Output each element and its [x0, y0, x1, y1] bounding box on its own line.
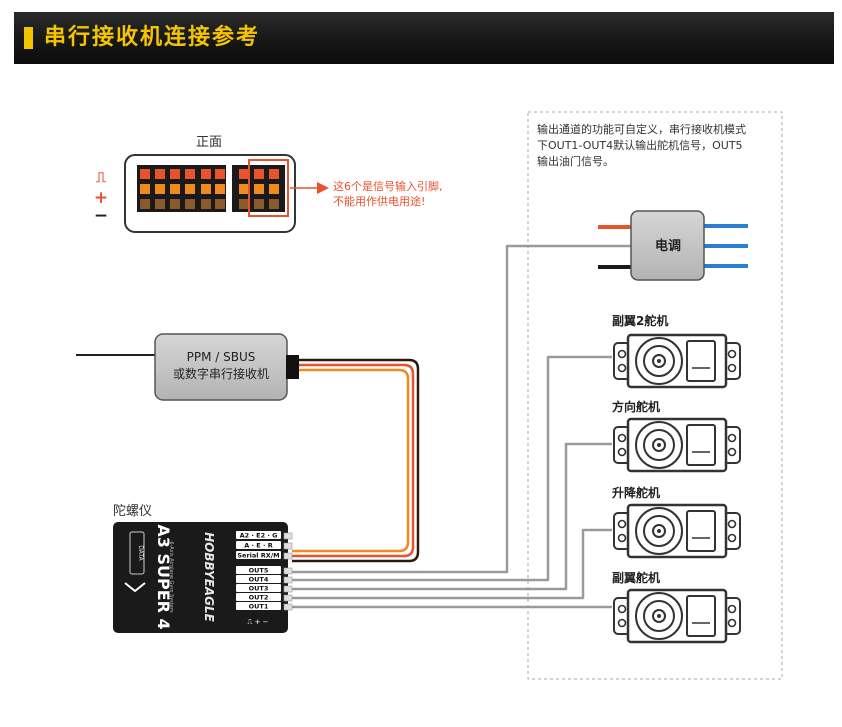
direction-arrow-icon — [124, 582, 146, 593]
gyro-unit: DATA A3 SUPER 4 6-Axis Airplane Gyro Sys… — [113, 522, 293, 633]
gyro-port-pin — [283, 585, 293, 593]
callout-line-2: 不能用作供电用途! — [333, 194, 425, 208]
serial-cable — [292, 358, 420, 563]
connector-pin — [155, 169, 165, 179]
esc-module: 电调 — [598, 210, 748, 281]
gyro-port-pin — [283, 576, 293, 584]
gyro-port-pin — [283, 603, 293, 611]
gyro-port-label: OUT1 — [249, 603, 269, 611]
gyro-port-tag — [236, 575, 281, 583]
page-title: 串行接收机连接参考 — [44, 25, 261, 50]
connector-pin — [215, 199, 225, 209]
connector-pin — [140, 199, 150, 209]
connector-front-view — [124, 154, 296, 233]
signal-symbol-icon: ⎍ — [96, 170, 106, 186]
gyro-label: 陀螺仪 — [113, 503, 152, 519]
gyro-port-pin — [283, 594, 293, 602]
gyro-port-label: A2 · E2 · G — [240, 532, 278, 540]
gyro-port-tag — [236, 593, 281, 601]
receiver-connector — [286, 355, 299, 379]
connector-pin — [185, 199, 195, 209]
gyro-port-label: Serial RX/M — [237, 552, 279, 560]
servo-aileron: 副翼舵机 — [612, 570, 742, 644]
connector-pin — [155, 199, 165, 209]
connector-pin — [170, 199, 180, 209]
servo-aileron2: 副翼2舵机 — [612, 313, 742, 389]
minus-symbol-icon: − — [94, 206, 108, 226]
gyro-port-tag — [236, 584, 281, 592]
signal-pin-highlight — [248, 159, 289, 217]
channel-note-box — [527, 111, 783, 680]
gyro-port-label: OUT5 — [249, 567, 269, 575]
wire-out5-esc — [292, 244, 631, 574]
callout-line-1: 这6个是信号输入引脚, — [333, 179, 443, 193]
gyro-port-pin — [283, 542, 293, 550]
gyro-port-label: OUT2 — [249, 594, 269, 602]
esc-label: 电调 — [655, 238, 681, 254]
header-accent-bar — [24, 27, 33, 49]
connector-pin — [201, 169, 211, 179]
connector-pin — [254, 169, 264, 179]
gyro-port-label: A · E · R — [244, 542, 272, 550]
servo-rudder: 方向舵机 — [612, 399, 742, 473]
servo-label-elevator: 升降舵机 — [612, 485, 660, 500]
connector-pin — [215, 184, 225, 194]
connector-pin — [254, 199, 264, 209]
gyro-port-pin — [283, 567, 293, 575]
gyro-port-label: OUT4 — [249, 576, 269, 584]
gyro-port-tag — [236, 602, 281, 610]
connector-pin — [239, 199, 249, 209]
servo-label-aileron2: 副翼2舵机 — [612, 313, 668, 328]
connector-pin — [269, 199, 279, 209]
receiver-label-1: PPM / SBUS — [187, 350, 256, 364]
gyro-port-tag — [236, 551, 281, 559]
gyro-port-tag — [236, 566, 281, 574]
gyro-port-tag — [236, 531, 281, 539]
connector-pin — [185, 184, 195, 194]
gyro-port-pin — [283, 532, 293, 540]
note-line-3: 输出油门信号。 — [537, 154, 614, 168]
gyro-pin-marks: ⎍ + − — [247, 618, 268, 626]
connector-pin — [239, 169, 249, 179]
connector-pin — [239, 184, 249, 194]
note-line-1: 输出通道的功能可自定义，串行接收机模式 — [537, 122, 746, 136]
connector-pin — [170, 184, 180, 194]
wire-out3-rudder — [292, 442, 612, 591]
servo-label-aileron: 副翼舵机 — [612, 570, 660, 585]
connector-pin — [170, 169, 180, 179]
gyro-port-label: OUT3 — [249, 585, 269, 593]
note-line-2: 下OUT1-OUT4默认输出舵机信号，OUT5 — [537, 138, 743, 152]
connector-pin — [155, 184, 165, 194]
data-port — [129, 531, 145, 575]
connector-pin — [215, 169, 225, 179]
data-port-label: DATA — [137, 545, 144, 561]
connector-pin — [269, 169, 279, 179]
header-banner: 串行接收机连接参考 — [14, 12, 834, 64]
connector-pin — [140, 169, 150, 179]
connector-pin — [201, 199, 211, 209]
plus-symbol-icon: + — [94, 188, 108, 208]
gyro-port-tag — [236, 541, 281, 549]
connector-face-label: 正面 — [196, 135, 222, 150]
gyro-port-pin — [283, 552, 293, 560]
wire-out4-aileron2 — [292, 355, 612, 582]
receiver-label-2: 或数字串行接收机 — [173, 366, 269, 381]
gyro-subtitle: 6-Axis Airplane Gyro System — [168, 541, 174, 612]
connector-pin — [201, 184, 211, 194]
connector-pin — [254, 184, 264, 194]
output-wires — [292, 244, 631, 609]
connector-pin — [269, 184, 279, 194]
wire-out2-elevator — [292, 528, 612, 600]
gyro-model: A3 SUPER 4 — [154, 524, 173, 629]
connector-pin — [140, 184, 150, 194]
servo-label-rudder: 方向舵机 — [612, 399, 660, 414]
connector-pin — [185, 169, 195, 179]
gyro-brand: HOBBYEAGLE — [202, 532, 216, 623]
servo-elevator: 升降舵机 — [612, 485, 742, 559]
